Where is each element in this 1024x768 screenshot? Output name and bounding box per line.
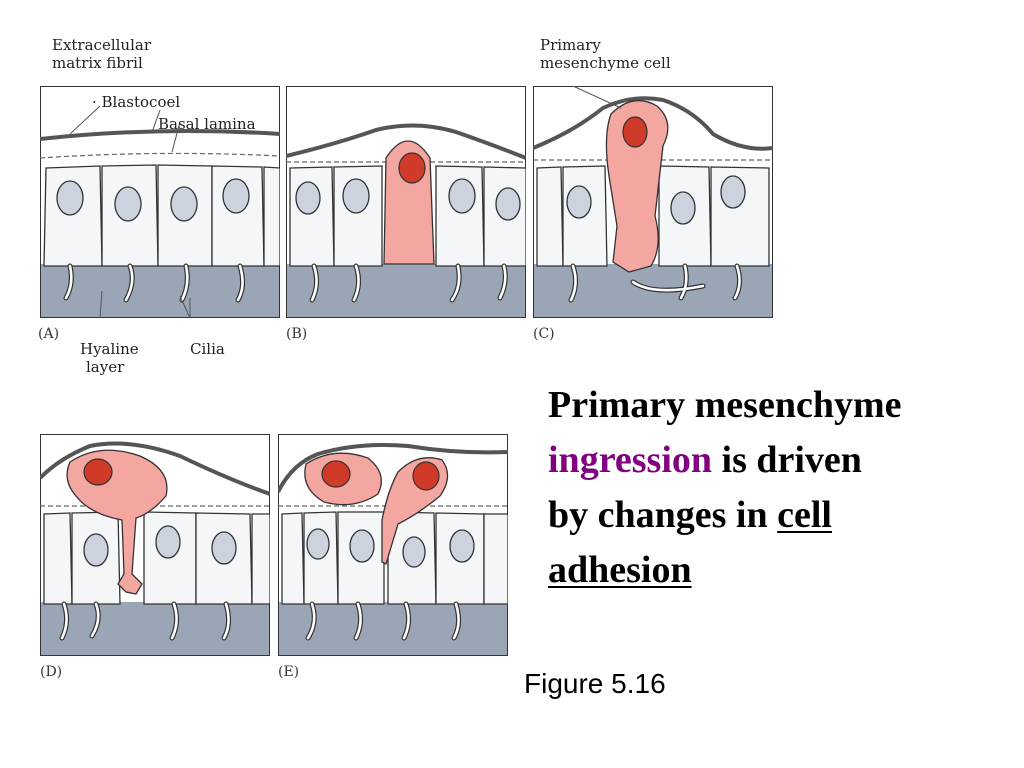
slide-title: Primary mesenchyme ingression is driven … <box>548 378 1008 598</box>
title-line-3-prefix: by changes in <box>548 494 778 536</box>
panel-b-diagram <box>286 86 526 318</box>
title-line-2-rest: is driven <box>712 439 862 481</box>
label-hyaline-layer: Hyaline layer <box>80 340 139 376</box>
label-primary-mesenchyme-cell-line2: mesenchyme cell <box>540 54 671 72</box>
title-underline-cell: cell <box>777 494 832 536</box>
panel-label-e: (E) <box>278 664 300 680</box>
title-line-2: ingression is driven <box>548 433 1008 488</box>
panel-a-diagram <box>40 86 280 318</box>
label-primary-mesenchyme-cell: Primary mesenchyme cell <box>540 36 671 72</box>
label-ecm-fibril: Extracellular matrix fibril <box>52 36 151 72</box>
panel-c <box>533 86 773 318</box>
panel-b <box>286 86 526 318</box>
label-blastocoel: · Blastocoel <box>92 93 181 111</box>
title-line-3: by changes in cell <box>548 488 1008 543</box>
mesenchyme-cell-d <box>66 449 168 595</box>
panel-d-diagram <box>40 434 270 656</box>
label-primary-mesenchyme-cell-line1: Primary <box>540 36 601 54</box>
panel-a <box>40 86 280 318</box>
mesenchyme-cell-c <box>605 99 669 273</box>
panel-label-d: (D) <box>40 664 63 680</box>
label-cilia: Cilia <box>190 340 225 358</box>
panel-e-diagram <box>278 434 508 656</box>
panel-label-c: (C) <box>533 326 555 342</box>
figure-label: Figure 5.16 <box>524 668 666 699</box>
panel-c-diagram <box>533 86 773 318</box>
label-hyaline-layer-line1: Hyaline <box>80 340 139 358</box>
label-hyaline-layer-line2: layer <box>86 358 125 376</box>
panel-d <box>40 434 270 656</box>
label-basal-lamina: Basal lamina <box>158 115 256 133</box>
panel-label-a: (A) <box>38 326 60 342</box>
title-underline-adhesion: adhesion <box>548 549 692 591</box>
panel-e <box>278 434 508 656</box>
panel-label-b: (B) <box>286 326 308 342</box>
title-line-4: adhesion <box>548 543 1008 598</box>
label-ecm-fibril-line2: matrix fibril <box>52 54 143 72</box>
label-ecm-fibril-line1: Extracellular <box>52 36 151 54</box>
title-line-1: Primary mesenchyme <box>548 384 902 426</box>
title-highlight-ingression: ingression <box>548 439 713 481</box>
